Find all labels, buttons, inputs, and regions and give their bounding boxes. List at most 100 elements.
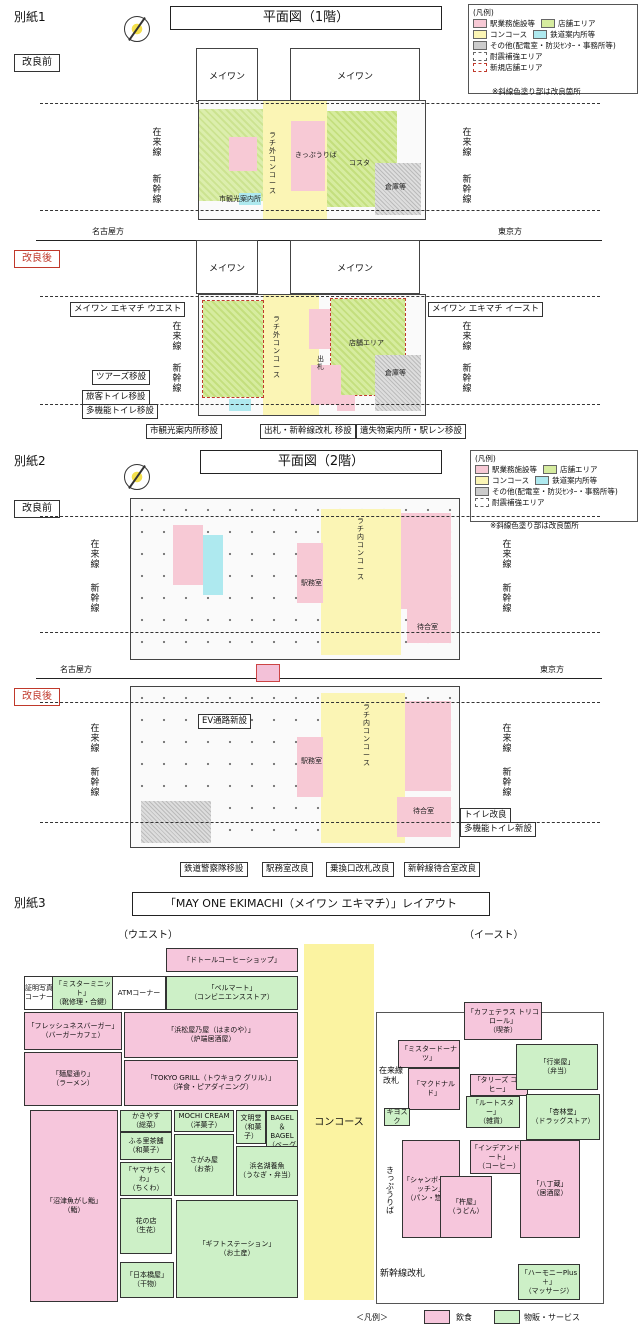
callout-kankou: 市観光案内所移設 — [146, 424, 223, 439]
legend-note: ※斜線色塗り部は改良箇所 — [492, 87, 581, 96]
zairaisen-label: 在来線 — [90, 724, 100, 754]
shop-bunmeido: 文明堂（和菓子） — [236, 1110, 266, 1144]
legend-item: 駅業務施設等 — [473, 18, 535, 29]
shinkansen-label: 新幹線 — [172, 364, 182, 394]
legend-item: 駅業務施設等 — [475, 464, 537, 475]
shop-shomei: 証明写真 コーナー — [24, 976, 54, 1010]
tag-before: 改良前 — [14, 54, 60, 72]
legend-item: 鉄道案内所等 — [535, 475, 597, 486]
meiwan-building: メイワン — [196, 48, 258, 102]
legend-heading: (凡例) — [475, 454, 496, 463]
tag-after: 改良後 — [14, 688, 60, 706]
costa-label: コスタ — [349, 159, 370, 167]
shop-yamasa: 「ヤマサちくわ」（ちくわ） — [120, 1162, 172, 1196]
machiai-label: 待合室 — [417, 623, 438, 631]
concourse-area: コンコース — [304, 944, 374, 1300]
track-line — [40, 210, 600, 211]
shop-kakiyasu: かきやす（総菜） — [120, 1110, 172, 1132]
kankou-label: 市観光案内所 — [219, 195, 261, 203]
zairaisen-label: 在来線 — [462, 322, 472, 352]
shop-kiosk: キヨスク — [384, 1108, 410, 1126]
callout-keisatsu: 鉄道警察隊移設 — [180, 862, 248, 877]
tag-before: 改良前 — [14, 500, 60, 518]
shop-area-label: 店舗エリア — [349, 339, 384, 347]
track-line — [40, 702, 600, 703]
sheet1-title: 平面図（1階） — [170, 6, 442, 30]
legend-heading: (凡例) — [473, 8, 494, 17]
sheet2-legend: (凡例) 駅業務施設等 店舗エリア コンコース 鉄道案内所等 その他(配電室・防… — [470, 450, 638, 522]
sheet2-label: 別紙2 — [14, 454, 46, 468]
shinkansen-label: 新幹線 — [90, 584, 100, 614]
floorplan-2f-before: ラチ内コンコース 待合室 駅務室 — [130, 498, 460, 660]
shinkansen-label: 新幹線 — [462, 175, 472, 205]
shop-nihonbashiya: 「日本橋屋」（干物） — [120, 1262, 174, 1298]
sheet1-legend: (凡例) 駅業務施設等 店舗エリア コンコース 鉄道案内所等 その他(配電室・防… — [468, 4, 638, 94]
track-line — [40, 103, 600, 104]
shop-mister-donut: 「ミスタードーナツ」 — [398, 1040, 460, 1068]
nagoya-direction: 名古屋方 — [60, 665, 92, 674]
zairaisen-label: 在来線 — [90, 540, 100, 570]
shop-bellmart: 「ベルマート」（コンビニエンスストア） — [166, 976, 298, 1010]
callout-shusatsu: 出札・新幹線改札 移設 — [260, 424, 356, 439]
shop-sagamiya: さがみ屋（お茶） — [174, 1134, 234, 1196]
sheet3-label: 別紙3 — [14, 896, 46, 910]
legend-item: コンコース — [473, 29, 527, 40]
zairaisen-label: 在来線 — [152, 128, 162, 158]
meiwan-building: メイワン — [290, 240, 420, 294]
callout-ishitsu: 遺失物案内所・駅レン移設 — [356, 424, 467, 439]
legend-item: コンコース — [475, 475, 529, 486]
sheet1-label: 別紙1 — [14, 10, 46, 24]
shop-harmony-plus: 「ハーモニーPlus＋」（マッサージ） — [518, 1264, 580, 1300]
shinkansen-label: 新幹線 — [90, 768, 100, 798]
tokyo-direction: 東京方 — [540, 665, 564, 674]
legend-swatch-food — [424, 1310, 450, 1324]
shop-kineya: 「杵屋」（うどん） — [440, 1176, 492, 1238]
legend-item: その他(配電室・防災ｾﾝﾀｰ・事務所等) — [473, 40, 616, 51]
callout-taki: 多機能トイレ新設 — [460, 822, 537, 837]
concourse-label: ラチ内コンコース — [363, 703, 370, 767]
west-heading: （ウエスト） — [118, 930, 178, 941]
kippu-label: きっぷうりば — [295, 151, 337, 159]
legend-item: 店舗エリア — [543, 464, 598, 475]
souko-label: 倉庫等 — [385, 183, 406, 191]
floorplan-2f-after: ラチ内コンコース 待合室 駅務室 — [130, 686, 460, 848]
callout-east: メイワン エキマチ イースト — [428, 302, 543, 317]
callout-toilet: 旅客トイレ移設 — [82, 390, 150, 405]
legend-item: 耐震補強エリア — [475, 497, 545, 508]
track-line — [40, 822, 600, 823]
zairaisen-label: 在来線 — [502, 540, 512, 570]
shop-mister-minit: 「ミスターミニット」（靴修理・合鍵） — [52, 976, 114, 1010]
zairaisen-label: 在来線 — [502, 724, 512, 754]
tag-after: 改良後 — [14, 250, 60, 268]
shinkansen-label: 新幹線 — [502, 584, 512, 614]
zairaisen-label: 在来線 — [462, 128, 472, 158]
callout-taki: 多機能トイレ移設 — [82, 404, 159, 419]
nagoya-direction: 名古屋方 — [92, 227, 124, 236]
atm-corner: ATMコーナー — [112, 976, 166, 1010]
shop-menya: 「麺屋通り」（ラーメン） — [24, 1052, 122, 1106]
down-arrow-icon — [256, 664, 280, 682]
track-line — [40, 404, 600, 405]
shop-freshness: 「フレッシュネスバーガー」（バーガーカフェ） — [24, 1012, 122, 1050]
sheet3-title: 「MAY ONE EKIMACHI（メイワン エキマチ）」レイアウト — [132, 892, 490, 916]
callout-west: メイワン エキマチ ウエスト — [70, 302, 186, 317]
track-line — [40, 296, 600, 297]
track-line — [40, 516, 600, 517]
concourse-label: ラチ内コンコース — [357, 517, 364, 581]
direction-arrow — [36, 678, 602, 679]
shop-hana: 花の店（生花） — [120, 1198, 172, 1254]
shop-furusato: ふる里茶舗（和菓子） — [120, 1132, 172, 1160]
floorplan-1f-after: ラチ外コンコース 店舗エリア 倉庫等 出札 — [198, 294, 426, 416]
legend-item: その他(配電室・防災ｾﾝﾀｰ・事務所等) — [475, 486, 618, 497]
meiwan-building: メイワン — [196, 240, 258, 294]
shusatsu-label: 出札 — [317, 355, 324, 371]
legend-food-label: 飲食 — [456, 1313, 472, 1322]
tokyo-direction: 東京方 — [498, 227, 522, 236]
compass-icon — [124, 464, 150, 490]
shinkansen-label: 新幹線 — [152, 175, 162, 205]
souko-label: 倉庫等 — [385, 369, 406, 377]
shop-numazu: 「沼津魚がし鮨」（鮨） — [30, 1110, 118, 1302]
shop-hacchogura: 「八丁蔵」（居酒屋） — [520, 1140, 580, 1238]
legend-item: 店舗エリア — [541, 18, 596, 29]
shop-tokyo-grill: 「TOKYO GRILL（トウキョウ グリル）」（洋食・ピアダイニング） — [124, 1060, 298, 1106]
